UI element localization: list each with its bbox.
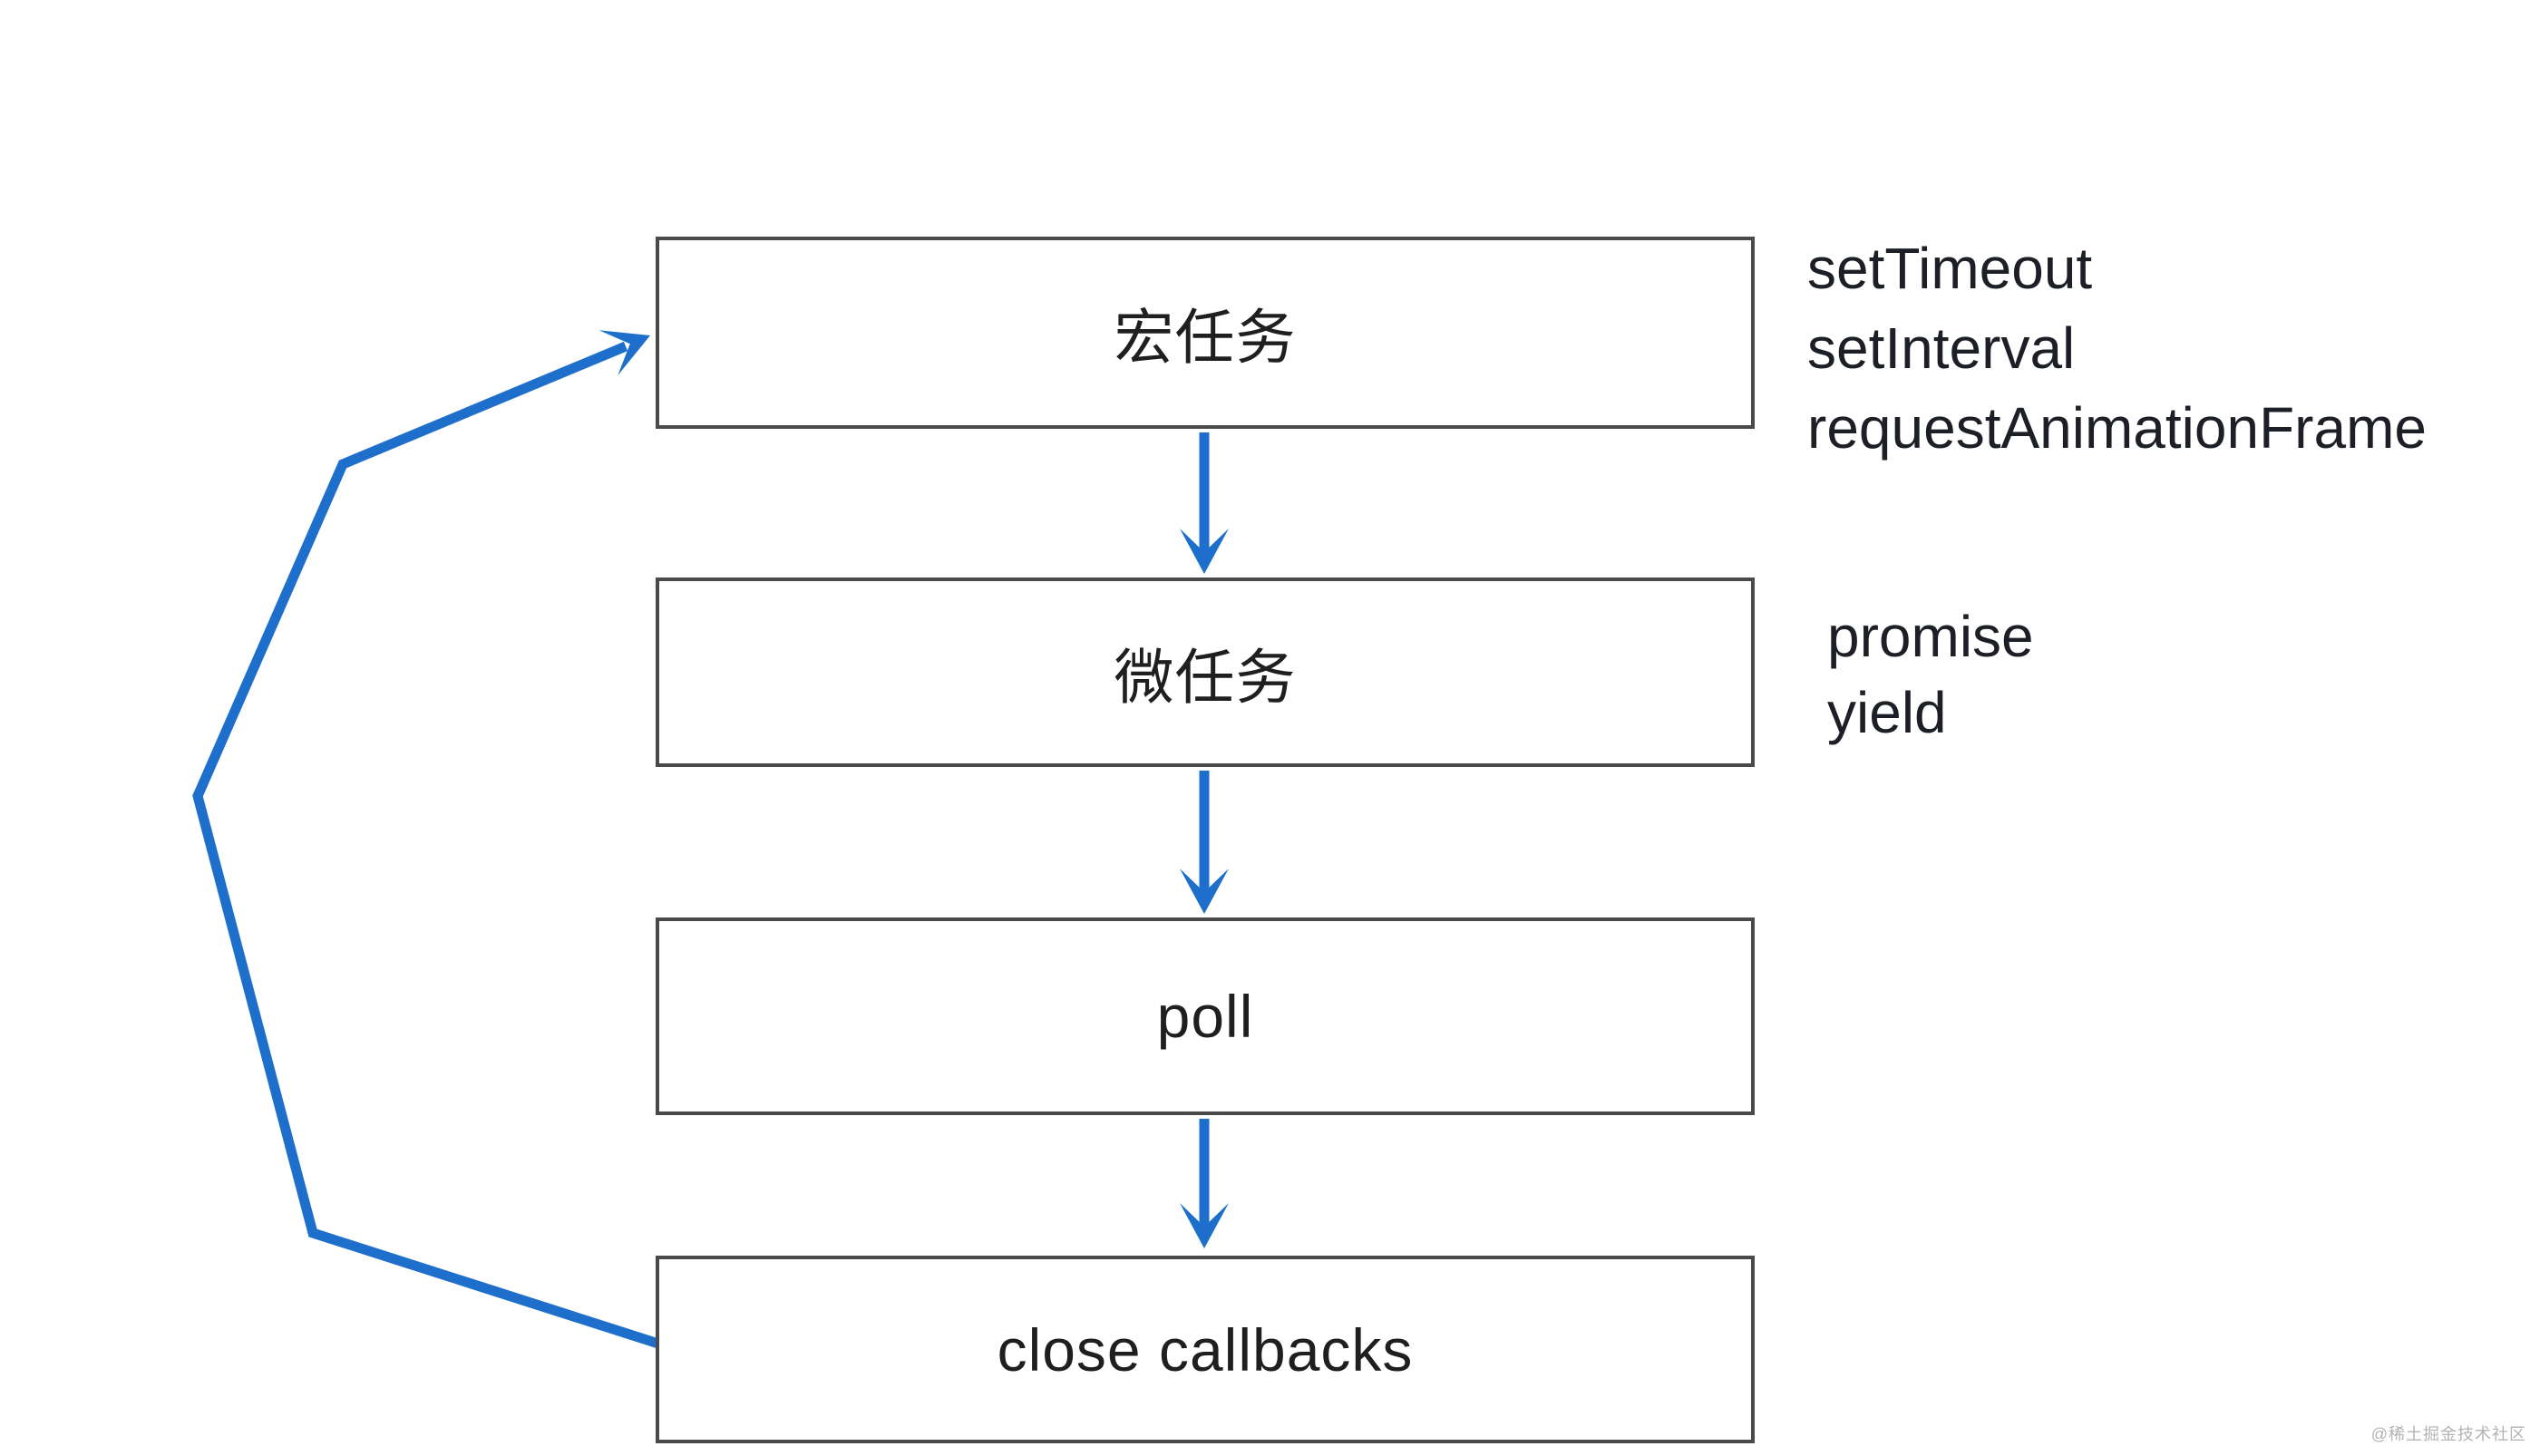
box-micro-task-label: 微任务 [1114, 643, 1297, 711]
down-arrow-poll-to-close [1180, 1119, 1229, 1248]
micro-api-yield: yield [1827, 680, 1947, 745]
box-poll: poll [656, 917, 1755, 1115]
down-arrow-2-head-icon [1180, 869, 1229, 914]
box-close-callbacks: close callbacks [656, 1256, 1755, 1443]
macro-api-setinterval: setInterval [1807, 315, 2076, 381]
macro-api-settimeout: setTimeout [1807, 236, 2093, 301]
loopback-arrow [192, 330, 663, 1350]
loopback-arrow-line [192, 341, 663, 1350]
down-arrow-3-head-icon [1180, 1203, 1229, 1248]
box-macro-task: 宏任务 [656, 237, 1755, 429]
down-arrow-macro-to-micro [1180, 432, 1229, 574]
box-macro-task-label: 宏任务 [1114, 304, 1297, 371]
box-micro-task: 微任务 [656, 578, 1755, 767]
down-arrow-1-head-icon [1180, 529, 1229, 574]
loopback-arrowhead-icon [598, 330, 650, 376]
box-close-callbacks-label: close callbacks [997, 1315, 1414, 1383]
macro-api-requestanimationframe: requestAnimationFrame [1807, 395, 2427, 461]
box-poll-label: poll [1156, 983, 1254, 1050]
down-arrow-micro-to-poll [1180, 771, 1229, 914]
micro-task-apis-note: promise yield [1827, 598, 2034, 751]
micro-api-promise: promise [1827, 604, 2034, 669]
juejin-watermark: @稀土掘金技术社区 [2370, 1425, 2526, 1443]
macro-task-apis-note: setTimeout setInterval requestAnimationF… [1807, 228, 2427, 468]
